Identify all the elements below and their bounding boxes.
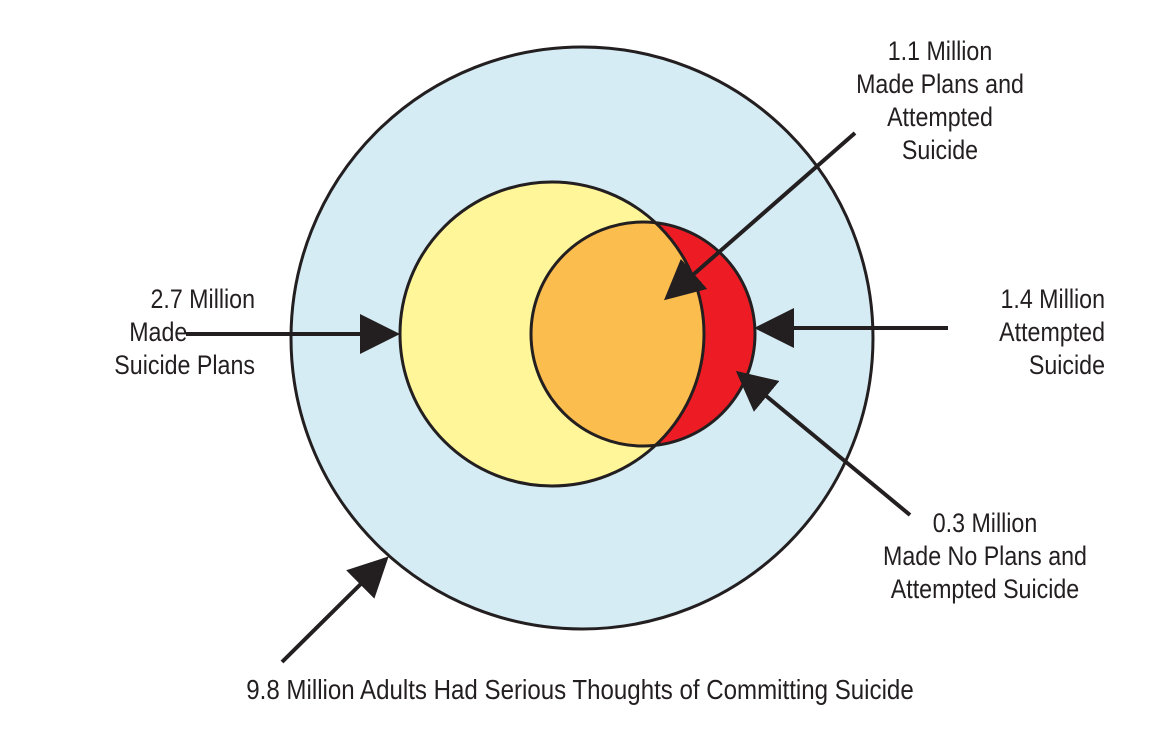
made-plans-outline [398,180,706,488]
label-plans-and-attempted: 1.1 Million Made Plans and Attempted Sui… [820,35,1061,167]
label-made-plans: 2.7 Million Made Suicide Plans [62,283,256,382]
arrow-noplans [735,370,912,517]
label-line: Attempted [999,317,1105,347]
label-line: Suicide [901,135,979,165]
label-line: Attempted [887,102,993,132]
label-line: Made No Plans and [883,541,1087,571]
label-attempted: 1.4 Million Attempted Suicide [912,283,1105,382]
label-line: 2.7 Million [150,284,255,314]
label-line: 1.1 Million [887,36,993,66]
label-line: 0.3 Million [932,508,1038,538]
label-line: Made Plans and [856,69,1024,99]
label-line: Suicide Plans [114,350,256,380]
arrow-plans-attempted [663,131,857,301]
label-line: 1.4 Million [1000,284,1105,314]
label-no-plans-attempted: 0.3 Million Made No Plans and Attempted … [860,507,1109,606]
label-line: Suicide [1028,350,1105,380]
arrow-total [280,556,389,664]
label-line: 9.8 Million Adults Had Serious Thoughts … [246,674,914,705]
label-line: Attempted Suicide [890,574,1080,604]
label-line: Made [129,317,188,347]
label-total-thoughts: 9.8 Million Adults Had Serious Thoughts … [150,673,1010,706]
